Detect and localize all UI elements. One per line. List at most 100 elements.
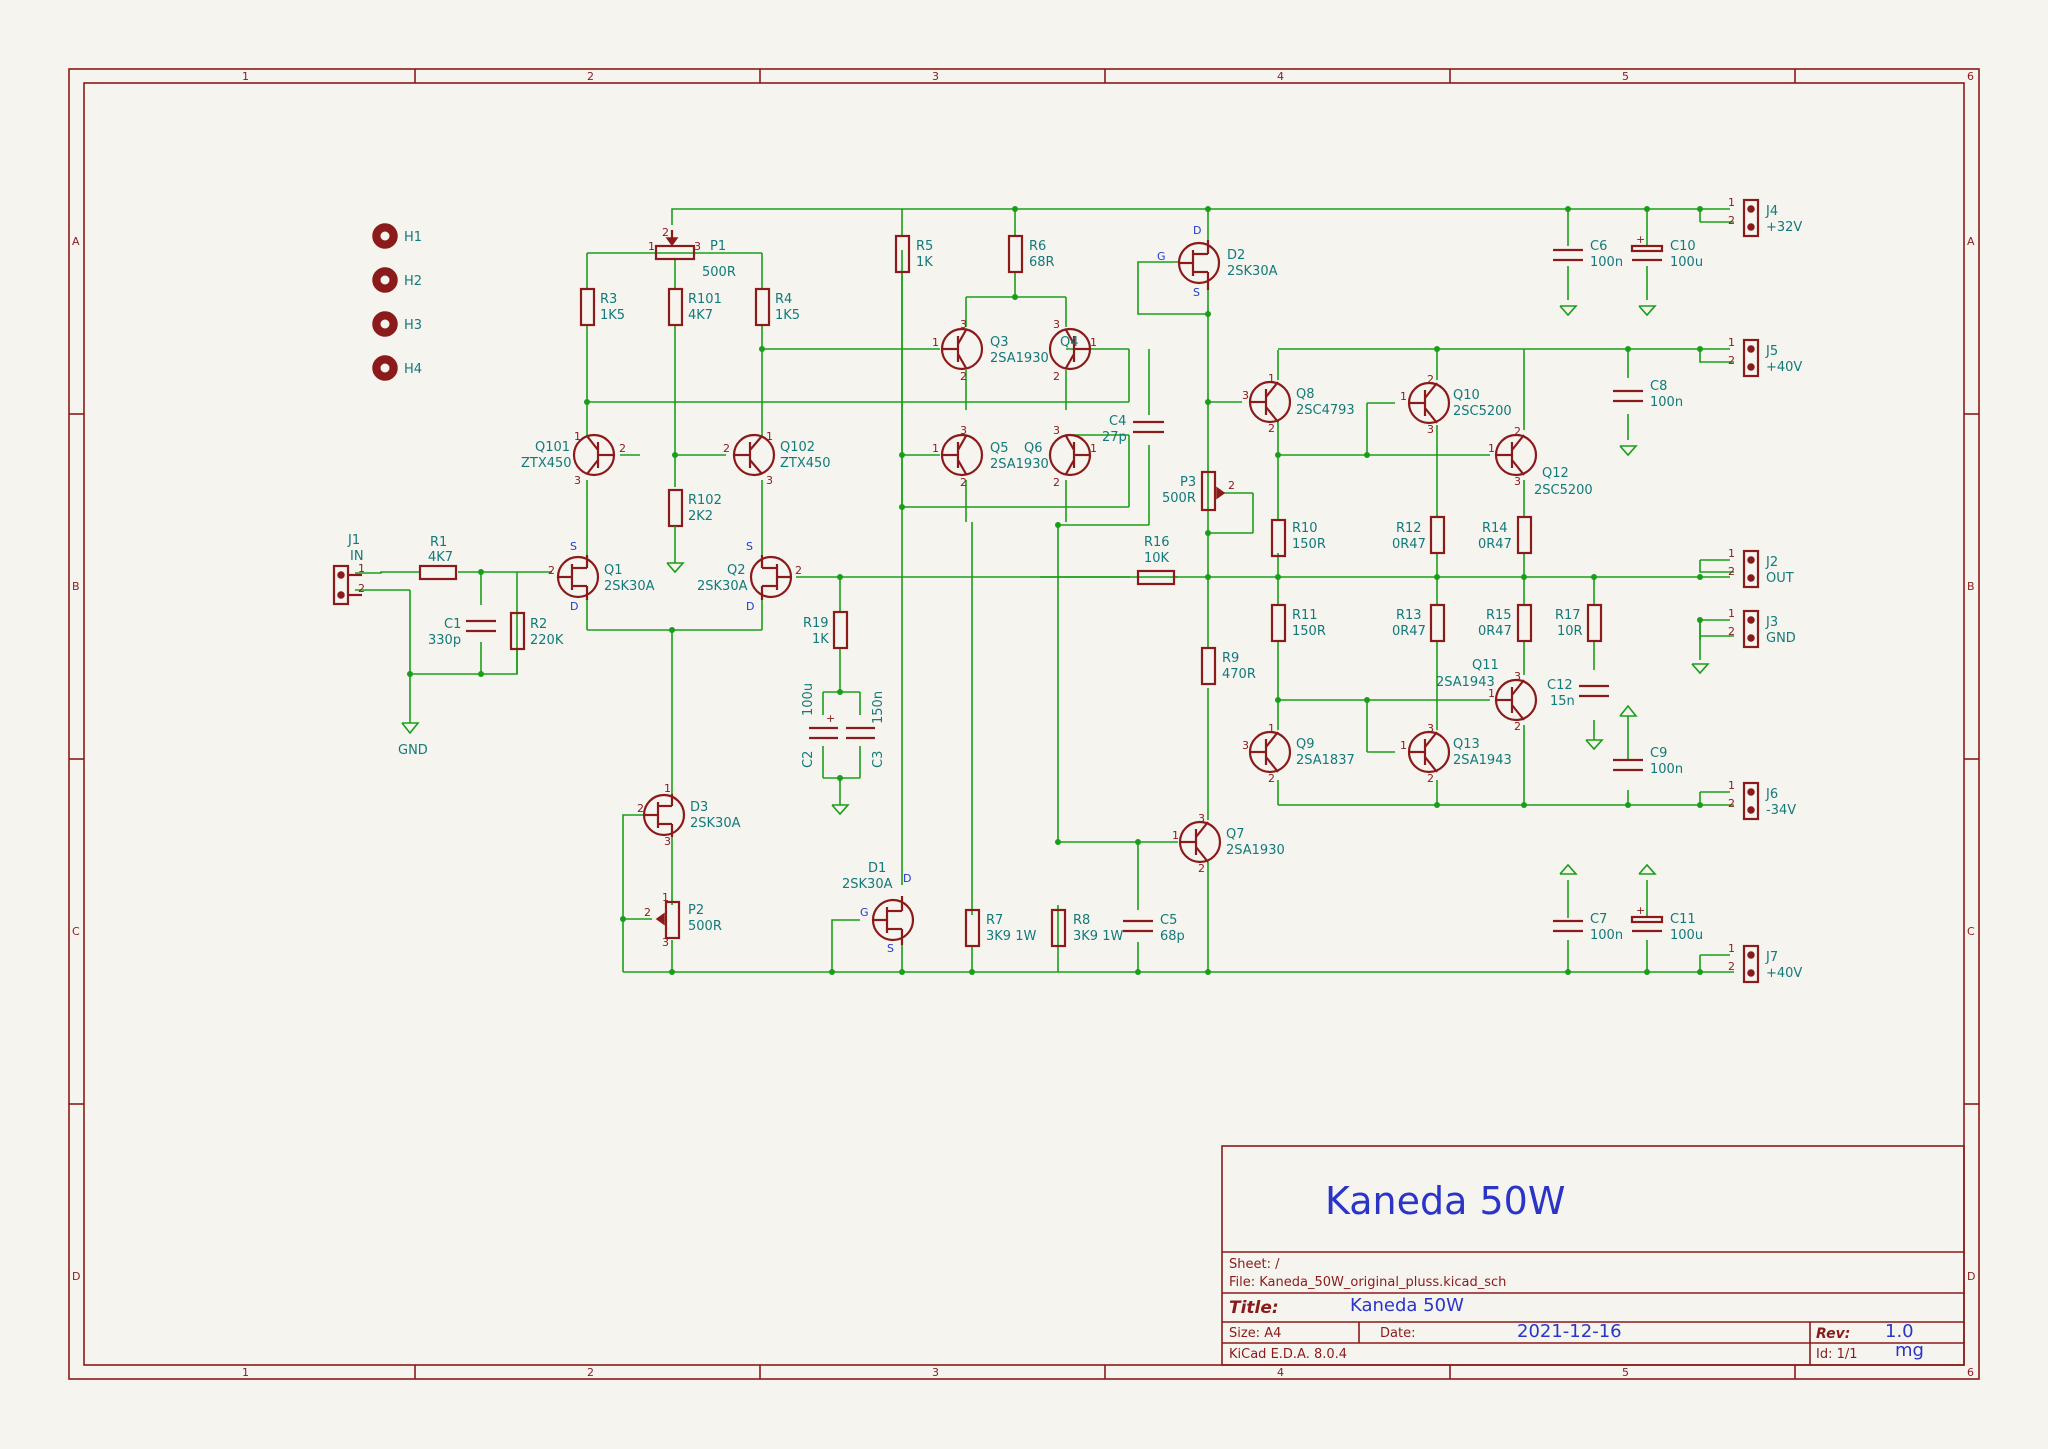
j1-ref: J1 [347,533,360,548]
p1-ref: P1 [710,239,726,254]
j6-pin: 2 [1728,797,1735,810]
c10-val: 100u [1670,255,1703,270]
j2-pin: 2 [1728,565,1735,578]
q9-pin: 1 [1268,722,1275,735]
resistor-r14: R14 0R47 [1478,515,1533,555]
q8-pin: 2 [1268,422,1275,435]
j5-pin: 2 [1728,354,1735,367]
p2-pin: 2 [644,906,651,919]
mounting-hole-icon [372,311,398,337]
zone-col-6-top: 6 [1967,70,1974,83]
j7-val: +40V [1766,966,1802,981]
j3-pin: 2 [1728,625,1735,638]
capacitor-c6: C6 100n [1553,239,1623,317]
q8-val: 2SC4793 [1296,403,1355,418]
q3-ref: Q3 [990,335,1009,350]
resistor-r12: R12 0R47 [1392,515,1446,555]
zone-row-D-left: D [72,1270,80,1283]
r17-ref: R17 [1555,608,1581,623]
d1-pin-letter: S [887,942,894,955]
r10-val: 150R [1292,537,1326,552]
q1-val: 2SK30A [604,579,655,594]
q4-pin: 1 [1090,336,1097,349]
c12-val: 15n [1550,694,1575,709]
q13-ref: Q13 [1453,737,1480,752]
capacitor-c1: C1 330p [428,617,496,648]
q12-pin: 1 [1488,442,1495,455]
connector-j6: 1 2 J6 -34V [1728,779,1796,821]
c5-ref: C5 [1160,913,1177,928]
j1-pin-label: 2 [358,582,365,595]
j5-pin: 1 [1728,336,1735,349]
c12-ref: C12 [1547,678,1573,693]
q5-pin: 1 [932,442,939,455]
j3-val: GND [1766,631,1796,646]
r4-val: 1K5 [775,308,800,323]
zone-col-3-top: 3 [932,70,939,83]
zone-col-1-top: 1 [242,70,249,83]
q13-val: 2SA1943 [1453,753,1512,768]
date-value: 2021-12-16 [1517,1321,1622,1342]
c7-ref: C7 [1590,912,1607,927]
jfet-d3: 1 2 3 D3 2SK30A [637,782,741,848]
p2-pin: 1 [662,891,669,904]
r102-val: 2K2 [688,509,713,524]
resistor-r19: R19 1K [803,610,849,650]
r15-val: 0R47 [1478,624,1512,639]
r12-ref: R12 [1396,521,1422,536]
q11-pin: 3 [1514,670,1521,683]
d3-ref: D3 [690,800,708,815]
mounting-hole-icon [372,267,398,293]
r12-val: 0R47 [1392,537,1426,552]
resistor-r3: R3 1K5 [579,287,625,327]
gnd-label: GND [398,743,428,758]
q102-pin: 2 [723,442,730,455]
q2-pin: 2 [795,564,802,577]
q2-val: 2SK30A [697,579,748,594]
c10-plus: + [1636,233,1645,246]
sheet-label: Sheet: / [1229,1257,1280,1272]
q11-pin: 2 [1514,720,1521,733]
q5-pin: 2 [960,476,967,489]
date-label: Date: [1380,1326,1415,1341]
q6-ref: Q6 [1024,441,1043,456]
q10-pin: 3 [1427,423,1434,436]
q9-val: 2SA1837 [1296,753,1355,768]
mounting-hole-icon [372,223,398,249]
r6-val: 68R [1029,255,1055,270]
q3-pin: 1 [932,336,939,349]
q1-pin-letter: S [570,540,577,553]
d2-pin-letter: D [1193,224,1201,237]
transistor-q12: 1 2 3 Q12 2SC5200 [1488,425,1593,498]
p2-val: 500R [688,919,722,934]
j4-pin: 2 [1728,214,1735,227]
c11-ref: C11 [1670,912,1696,927]
transistor-q11: 1 3 2 Q11 2SA1943 [1436,658,1538,733]
c7-val: 100n [1590,928,1623,943]
r13-val: 0R47 [1392,624,1426,639]
potentiometer-p2: 1 2 3 P2 500R [644,891,722,949]
resistor-r11: R11 150R [1270,603,1326,643]
c2-plus: + [826,712,835,725]
j7-ref: J7 [1765,950,1778,965]
transistor-q9: 3 1 2 Q9 2SA1837 [1242,722,1355,785]
q8-pin: 3 [1242,389,1249,402]
q101-pin: 1 [574,430,581,443]
zone-col-5-top: 5 [1622,70,1629,83]
p3-pin: 2 [1228,479,1235,492]
j1-pin-label: 1 [358,562,365,575]
file-label: File: Kaneda_50W_original_pluss.kicad_sc… [1229,1275,1506,1290]
c11-val: 100u [1670,928,1703,943]
c3-val: 150n [871,691,886,724]
zone-row-B-left: B [72,580,80,593]
q10-pin: 1 [1400,390,1407,403]
q102-pin: 3 [766,474,773,487]
ground-symbol: GND [398,722,428,758]
r5-ref: R5 [916,239,933,254]
q7-pin: 1 [1172,829,1179,842]
d1-ref: D1 [868,861,886,876]
r101-ref: R101 [688,292,722,307]
r4-ref: R4 [775,292,792,307]
p1-pin-label: 1 [648,240,655,253]
